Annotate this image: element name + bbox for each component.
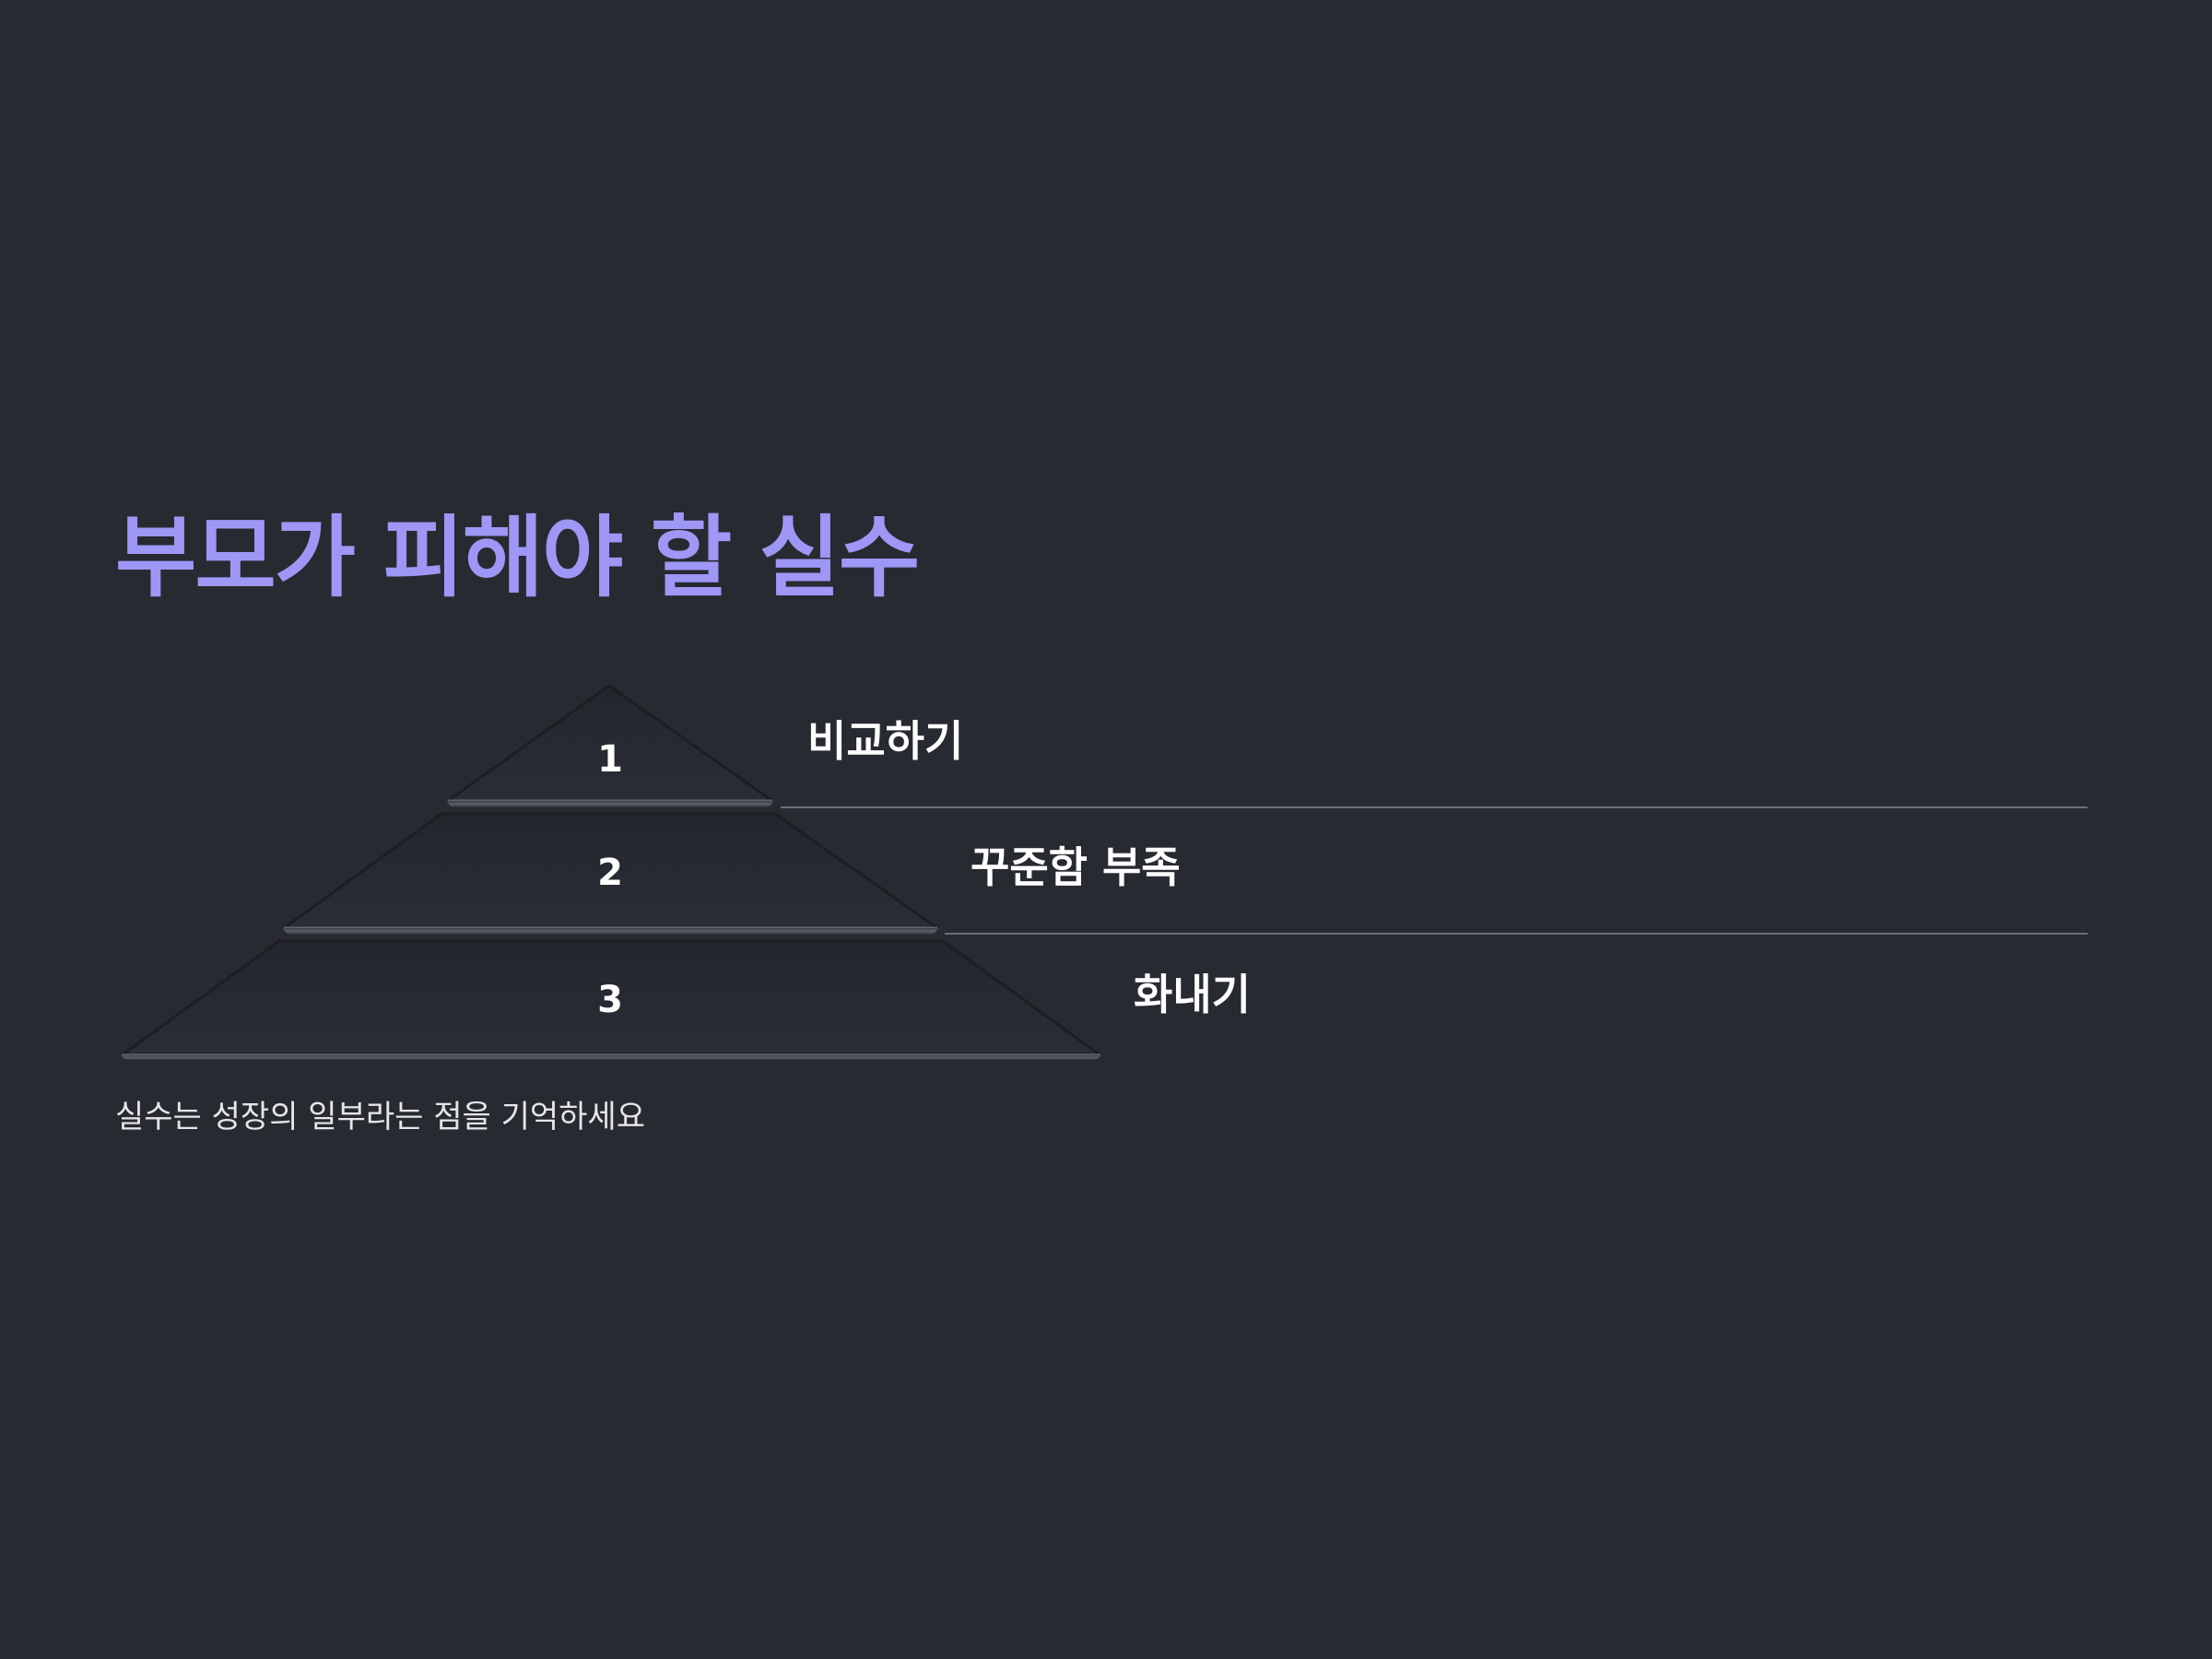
tier-number-3: 3 (597, 979, 623, 1021)
tier-label-3: 화내기 (1134, 970, 1251, 1019)
pyramid-tier-2 (282, 812, 939, 935)
slide-title: 부모가 피해야 할 실수 (115, 506, 920, 609)
pyramid-tier-1 (446, 684, 774, 807)
tier-number-2: 2 (597, 852, 623, 894)
tier-label-2: 꾸준함 부족 (971, 842, 1181, 892)
slide-subtitle: 실수는 성장의 일부라는 점을 기억하세요 (115, 1099, 645, 1135)
tier-number-1: 1 (597, 738, 623, 781)
pyramid-tier-3 (120, 939, 1102, 1060)
tier-label-1: 비교하기 (807, 716, 964, 766)
